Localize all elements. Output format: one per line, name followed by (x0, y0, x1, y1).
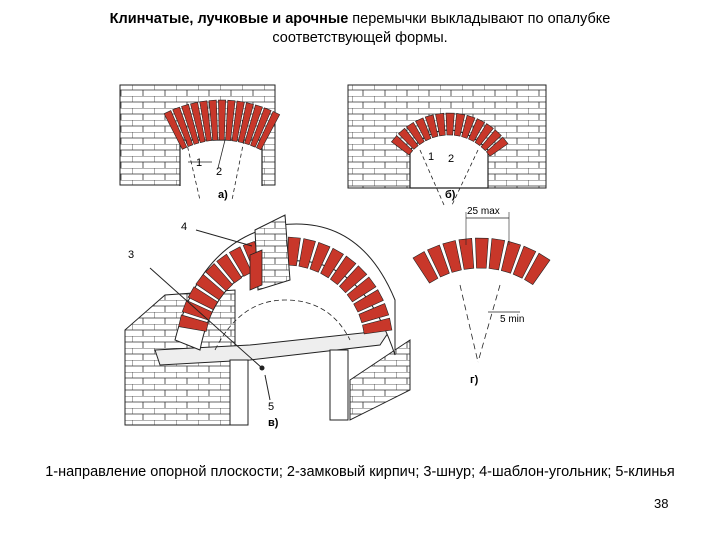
title-bold: Клинчатые, лучковые и арочные (109, 11, 349, 27)
wedge-brick (250, 107, 272, 148)
wedge-brick (190, 101, 206, 143)
wedge-brick (458, 237, 475, 270)
label-b: б) (445, 189, 456, 201)
wedge-brick (309, 242, 331, 273)
label-max: 25 max (467, 206, 500, 217)
wedge-brick (208, 99, 219, 141)
wedge-brick (424, 114, 439, 139)
wedge-brick (329, 255, 357, 286)
figure-v-arch-3d: 3 4 5 в) (124, 214, 411, 429)
page-number: 38 (654, 496, 669, 511)
wedge-brick (346, 276, 377, 303)
wedge-brick (338, 265, 368, 294)
slide-title: Клинчатые, лучковые и арочные перемычки … (60, 10, 660, 48)
wedge-brick (435, 112, 446, 137)
wedge-brick (406, 121, 425, 146)
wedge-brick (480, 129, 502, 152)
wedge-brick (415, 117, 432, 142)
wedge-brick (524, 252, 551, 286)
wedge-brick (181, 103, 200, 145)
label-g: г) (470, 374, 479, 386)
wedge-brick (178, 314, 209, 332)
label-v-4: 4 (181, 221, 187, 233)
wedge-bricks-a (163, 99, 281, 151)
wedge-brick (195, 273, 225, 301)
wedge-brick (412, 251, 439, 284)
wedge-brick (320, 247, 344, 279)
wedge-brick (256, 110, 281, 151)
wedge-brick (353, 289, 384, 313)
wedge-brick (172, 106, 194, 147)
title-rest: перемычки выкладывают по опалубке соотве… (272, 11, 611, 46)
wedge-brick (390, 135, 414, 156)
wedge-brick (474, 123, 494, 147)
wedge-brick (468, 118, 486, 142)
wedge-brick (163, 110, 188, 150)
wedge-brick (287, 236, 301, 267)
label-v: в) (268, 417, 279, 429)
wedge-brick (461, 114, 476, 139)
wedge-brick (442, 240, 462, 273)
wedge-brick (231, 100, 245, 142)
arch-bricks-g (412, 237, 551, 286)
wedge-brick (358, 303, 390, 324)
arch-bricks-b (390, 112, 509, 157)
wedge-brick (298, 238, 316, 269)
wedge-brick (187, 286, 219, 311)
wedge-brick (485, 136, 509, 157)
wedge-brick (237, 102, 254, 144)
wedge-brick (427, 244, 450, 278)
wedge-brick (218, 99, 227, 141)
wedge-brick (362, 317, 393, 335)
figure-a-wedge-lintel: 1 2 а) (119, 84, 281, 201)
wedge-brick (228, 246, 253, 277)
wedge-brick (397, 127, 419, 150)
wedge-brick (225, 99, 236, 141)
wedge-brick (216, 253, 243, 284)
wedge-brick (453, 113, 466, 137)
wedge-brick (488, 238, 506, 271)
label-v-5: 5 (268, 401, 274, 413)
wedge-brick (445, 112, 455, 136)
label-b-1: 1 (428, 151, 434, 163)
wedge-brick (205, 263, 233, 292)
wedge-brick (244, 104, 263, 146)
label-v-3: 3 (128, 249, 134, 261)
label-b-2: 2 (448, 153, 454, 165)
wedge-brick (500, 240, 521, 274)
label-a: а) (218, 189, 228, 201)
label-a-2: 2 (216, 166, 222, 178)
label-min: 5 min (500, 314, 524, 325)
figure-caption: 1-направление опорной плоскости; 2-замко… (45, 464, 675, 480)
wedge-brick (199, 100, 212, 142)
label-a-1: 1 (196, 157, 202, 169)
wedge-brick (512, 245, 537, 279)
figure-b-segmental-lintel: 1 2 б) (347, 84, 547, 206)
figure-g-joint-detail: 25 max 5 min г) (412, 206, 551, 386)
wedge-brick (475, 237, 489, 269)
